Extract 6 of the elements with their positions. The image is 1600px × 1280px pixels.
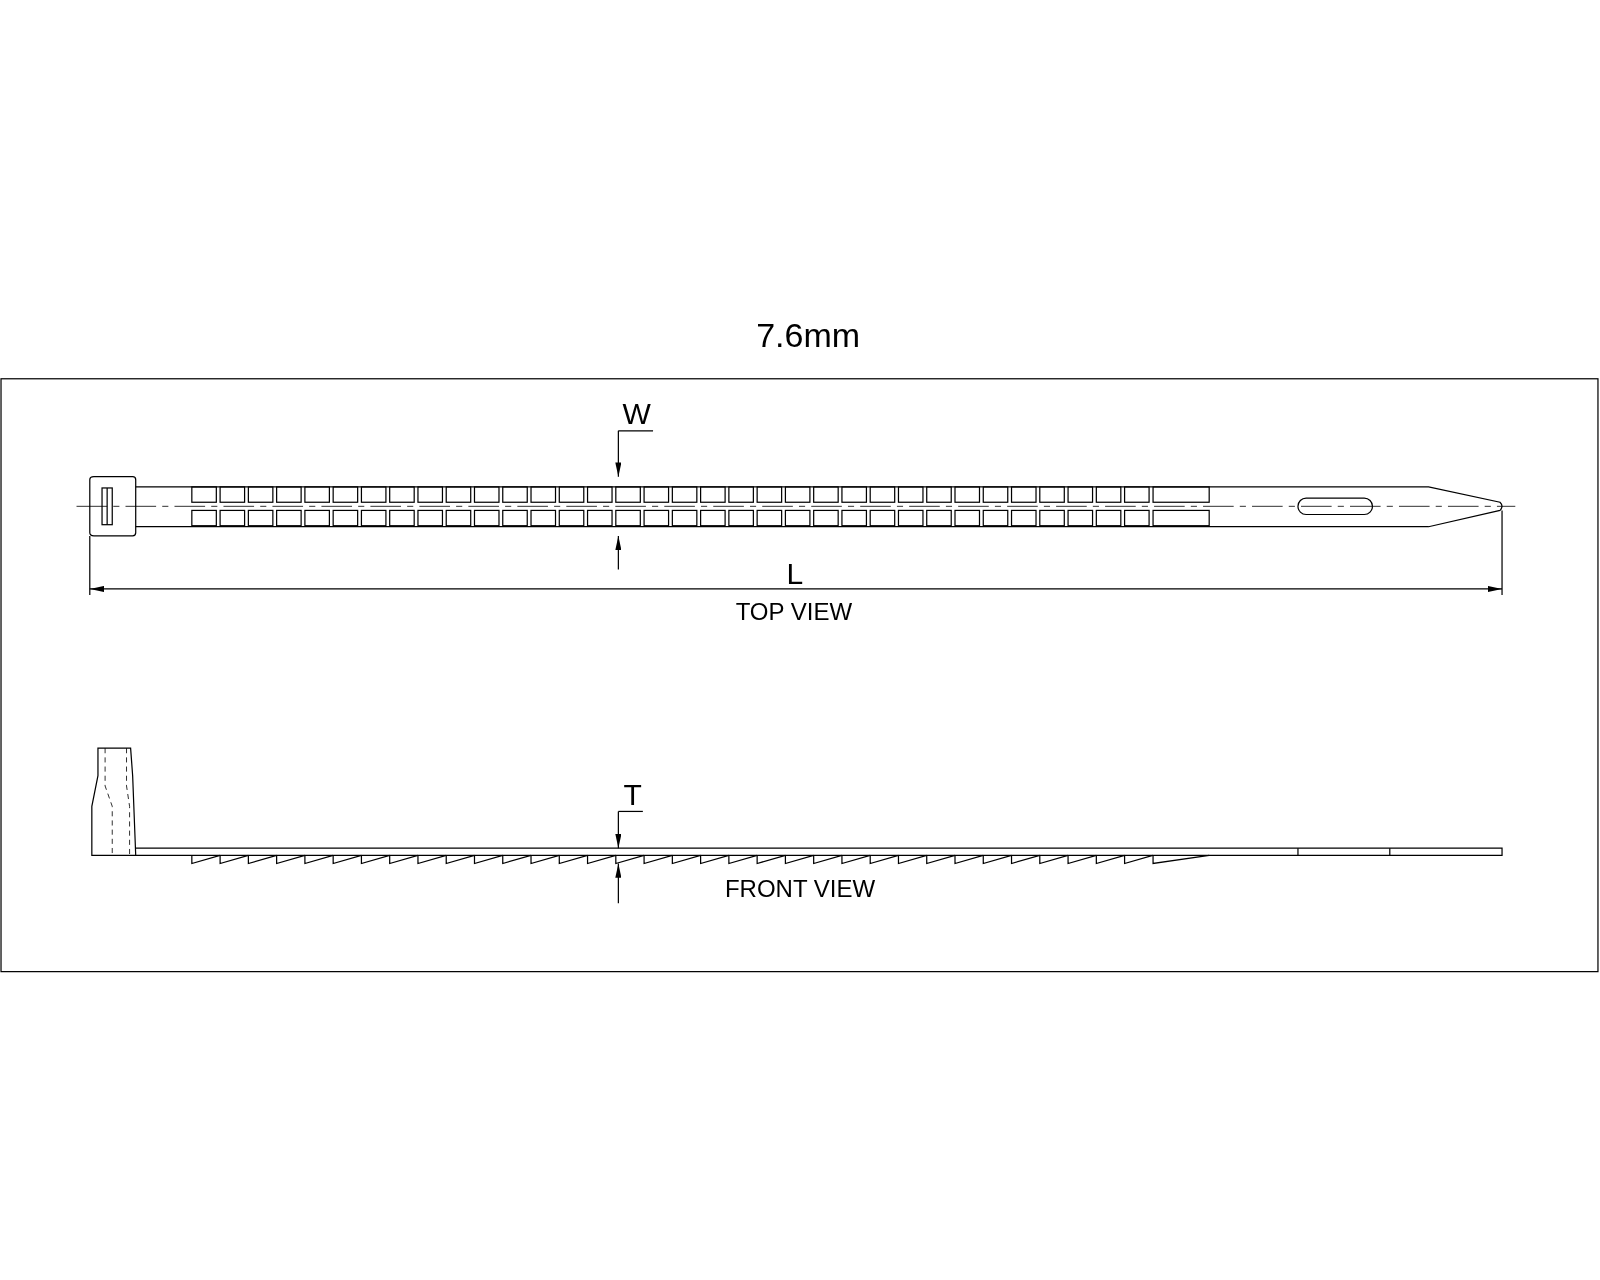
- dimension-label: L: [786, 559, 804, 590]
- dimension-label: FRONT VIEW: [724, 876, 876, 901]
- dimension-label: TOP VIEW: [735, 600, 853, 625]
- dimension-label: T: [623, 779, 642, 810]
- dimension-label: W: [622, 399, 651, 430]
- drawing-title: 7.6mm: [756, 317, 861, 352]
